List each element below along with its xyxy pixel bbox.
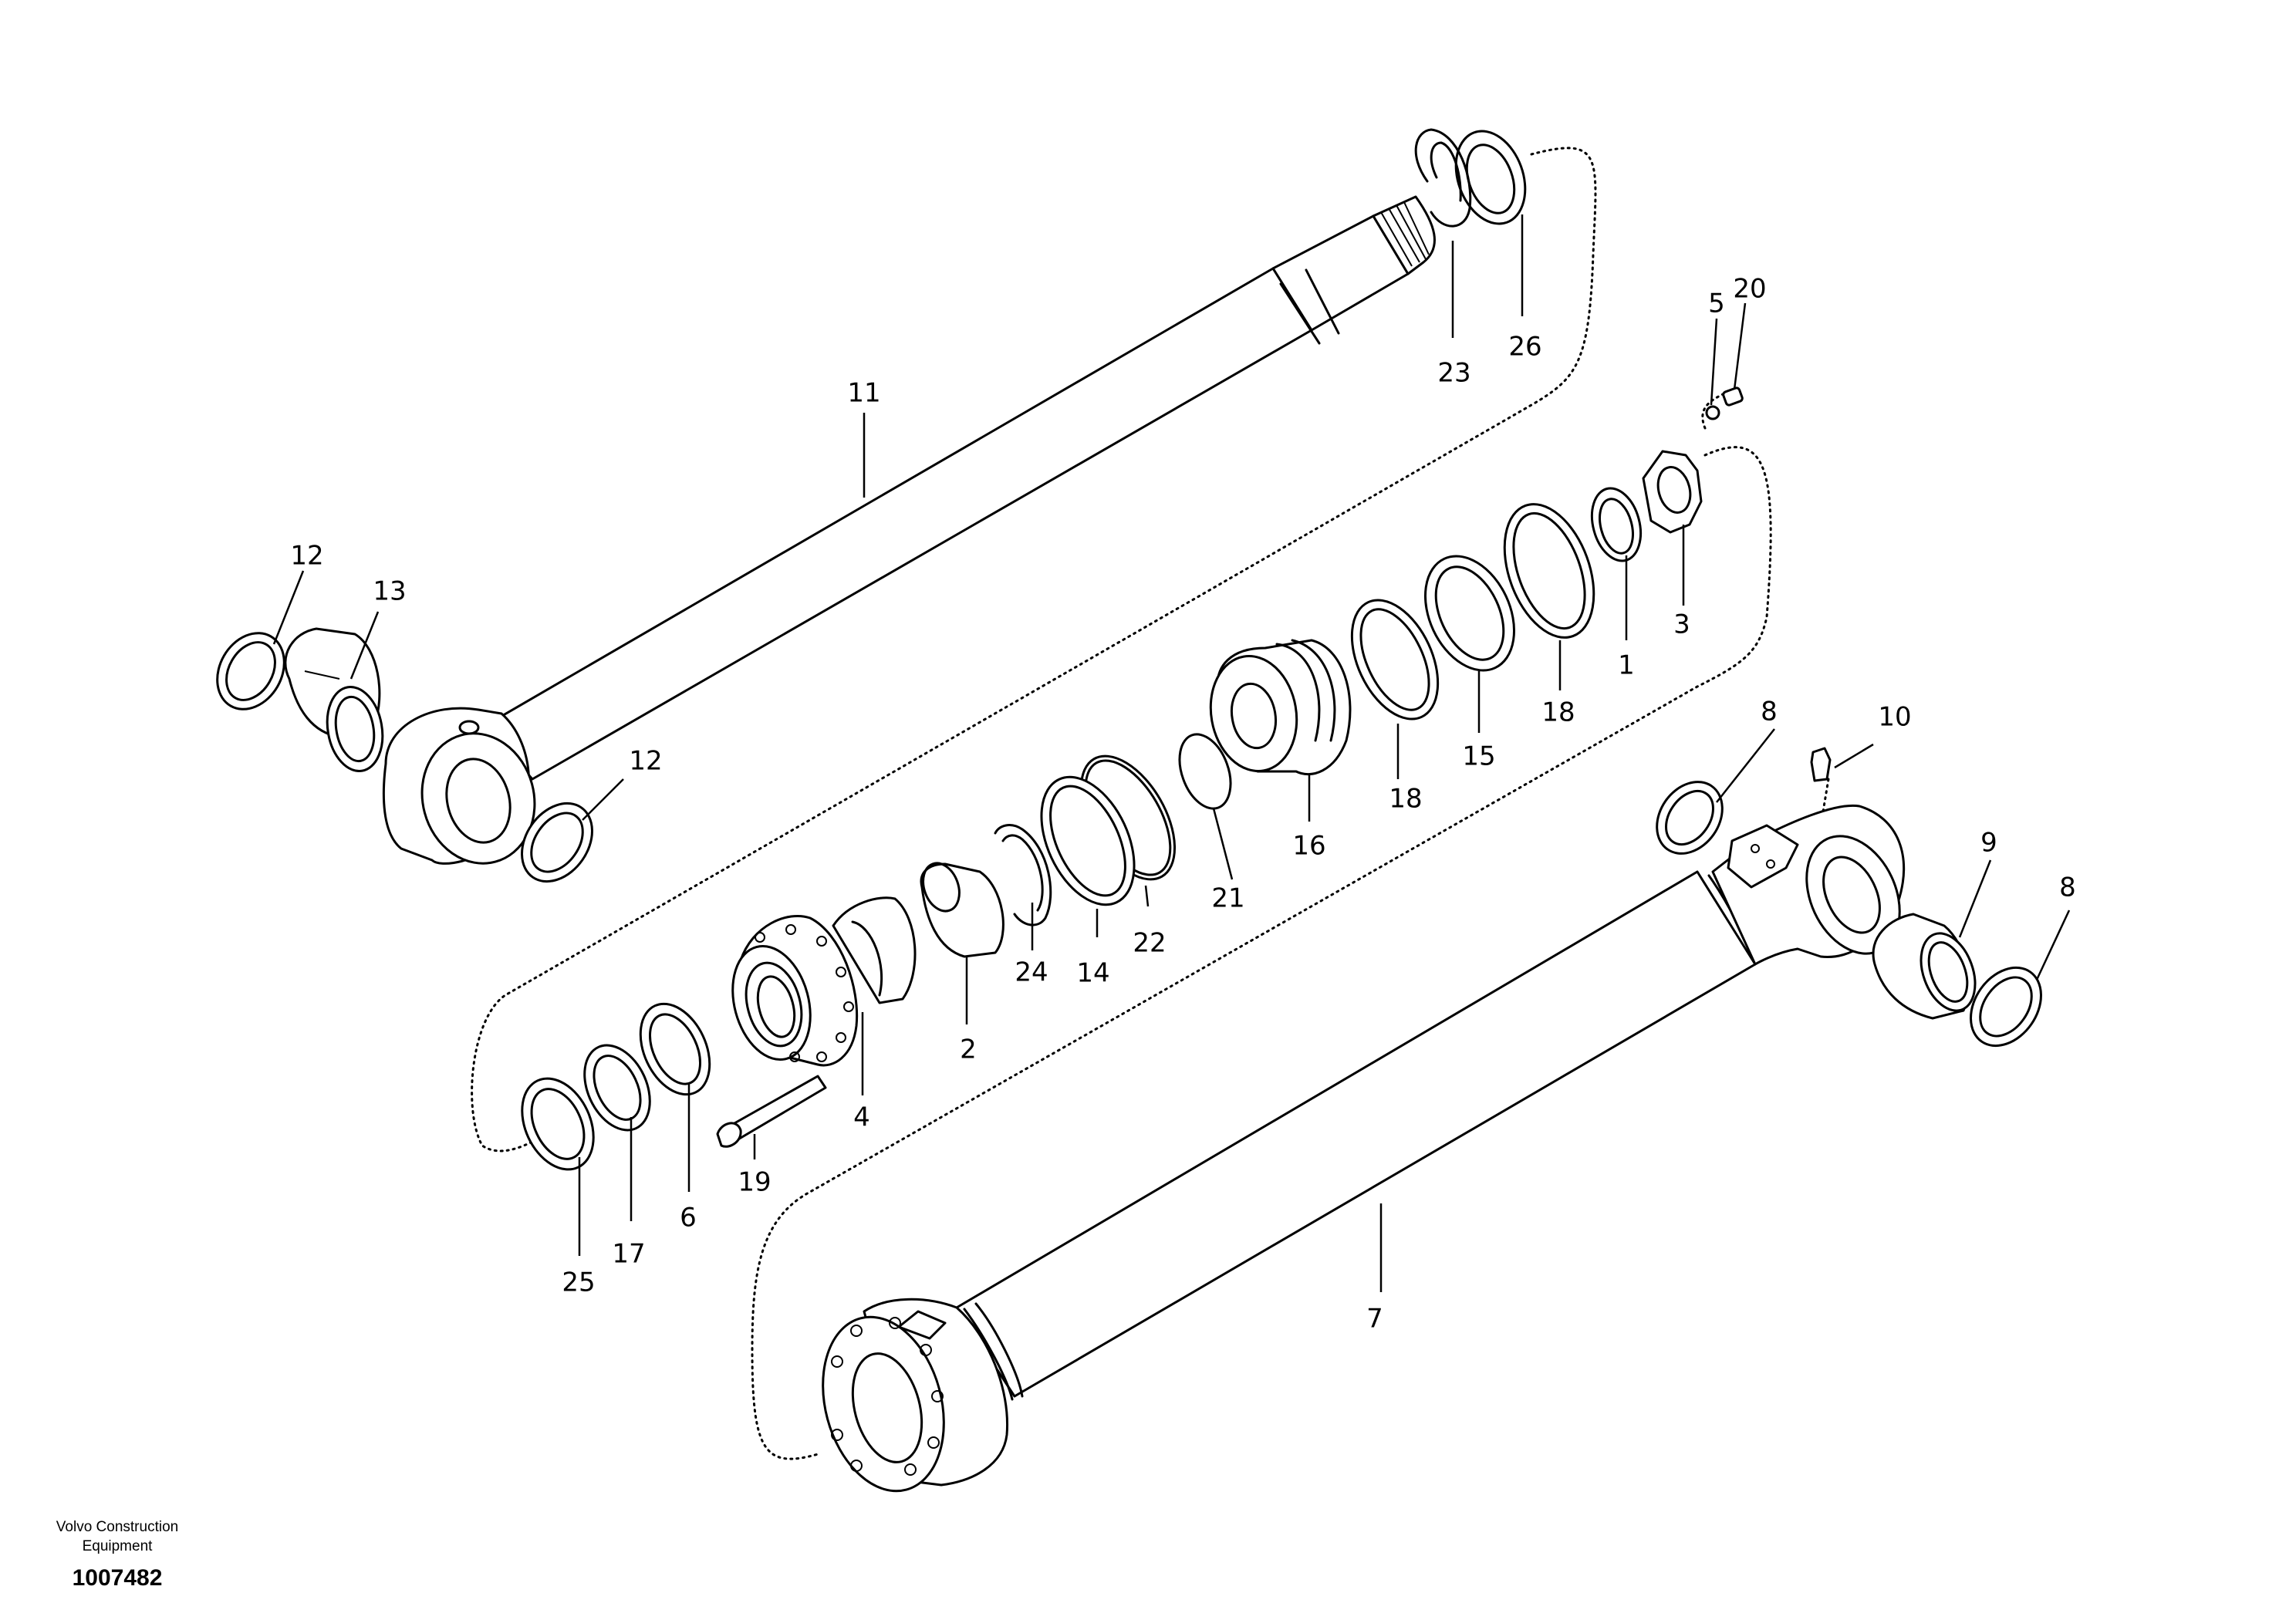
footer-company-line2: Equipment xyxy=(83,1538,154,1554)
label-21: 21 xyxy=(1211,883,1244,914)
label-4: 4 xyxy=(853,1102,870,1133)
ring-15 xyxy=(1423,555,1516,672)
ring-12-left xyxy=(216,632,285,710)
ring-18-top xyxy=(1503,503,1595,639)
bushing-9 xyxy=(1872,913,1977,1020)
label-11: 11 xyxy=(847,378,880,409)
label-7: 7 xyxy=(1366,1304,1383,1335)
label-23: 23 xyxy=(1437,358,1470,389)
label-17: 17 xyxy=(612,1239,645,1270)
ring-8-right xyxy=(1970,966,2042,1048)
label-14: 14 xyxy=(1076,958,1109,989)
footer-company-line1: Volvo Construction xyxy=(56,1519,178,1535)
bushing-2 xyxy=(920,862,1004,958)
leader-lines xyxy=(272,214,2071,1292)
cylinder-tube-7 xyxy=(822,804,1906,1493)
snap-ring-1 xyxy=(1590,487,1643,562)
ring-26 xyxy=(1454,130,1527,225)
bolt-19 xyxy=(716,1075,827,1148)
nut-3 xyxy=(1642,450,1703,534)
label-15: 15 xyxy=(1462,741,1495,772)
grease-nipple-10 xyxy=(1810,747,1832,782)
label-19: 19 xyxy=(738,1167,771,1198)
ring-25 xyxy=(521,1077,595,1171)
label-6: 6 xyxy=(680,1203,697,1234)
piston-16 xyxy=(1209,639,1352,776)
label-10: 10 xyxy=(1878,702,1911,733)
snap-ring-24 xyxy=(994,824,1052,926)
label-24: 24 xyxy=(1015,957,1048,988)
set-screw-20 xyxy=(1722,386,1744,407)
ring-14 xyxy=(1040,775,1136,906)
label-2: 2 xyxy=(960,1034,977,1065)
ring-18-bottom xyxy=(1350,599,1440,721)
label-1: 1 xyxy=(1618,650,1635,681)
o-ring-21 xyxy=(1178,733,1232,810)
label-18-bottom: 18 xyxy=(1389,784,1422,815)
label-13: 13 xyxy=(373,576,406,607)
bushing-13 xyxy=(284,627,384,773)
label-18-top: 18 xyxy=(1541,697,1575,728)
assembly-path-rod xyxy=(471,147,1597,1153)
assembly-path-nut xyxy=(1701,392,1726,430)
label-8-right: 8 xyxy=(2059,872,2076,903)
label-20: 20 xyxy=(1733,274,1766,305)
footer-drawing-number: 1007482 xyxy=(73,1565,163,1591)
ring-8-left xyxy=(1656,781,1724,855)
label-3: 3 xyxy=(1673,609,1690,640)
ring-12-right xyxy=(521,802,593,883)
label-5: 5 xyxy=(1708,289,1725,319)
label-8-left: 8 xyxy=(1761,697,1778,727)
snap-ring-23 xyxy=(1414,128,1472,228)
label-12-top: 12 xyxy=(290,541,323,572)
ring-6 xyxy=(639,1002,711,1096)
piston-rod xyxy=(382,195,1436,865)
label-25: 25 xyxy=(562,1267,595,1298)
label-12-bottom: 12 xyxy=(629,746,662,777)
cylinder-head-4 xyxy=(731,896,917,1067)
label-22: 22 xyxy=(1133,928,1166,959)
label-9: 9 xyxy=(1980,828,1997,859)
ball-5 xyxy=(1705,405,1720,420)
ring-17 xyxy=(583,1044,651,1132)
label-26: 26 xyxy=(1508,332,1541,363)
assembly-path-tube xyxy=(751,446,1772,1460)
label-16: 16 xyxy=(1292,831,1325,862)
